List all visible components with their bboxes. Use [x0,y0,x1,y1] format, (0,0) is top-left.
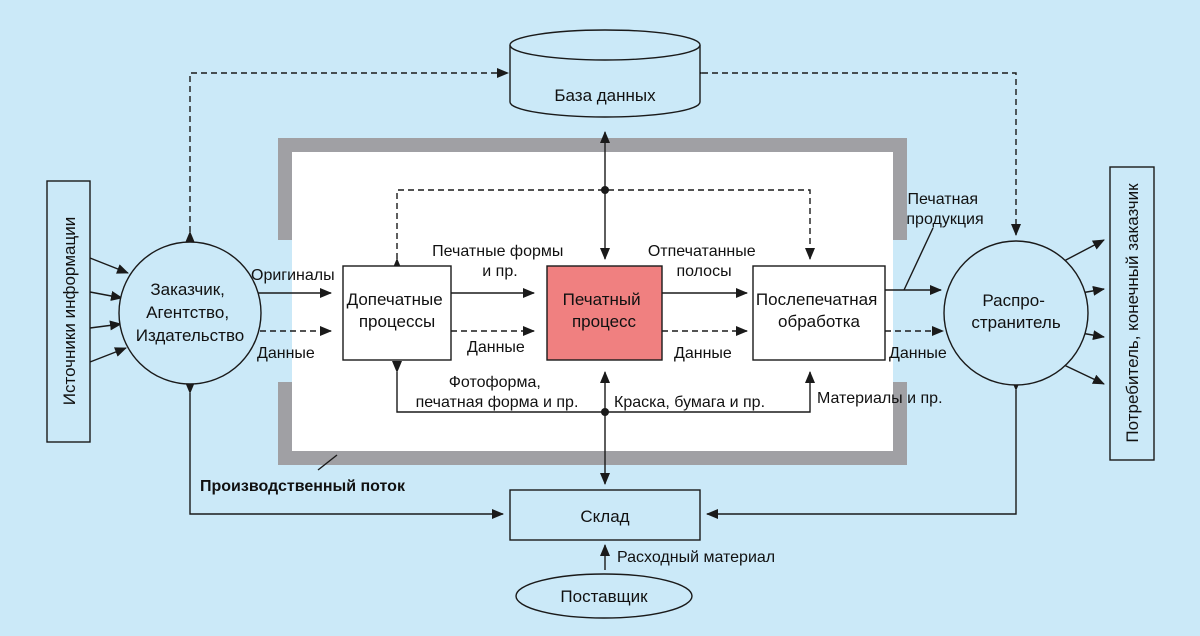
postpress-label: Послепечатная обработка [756,290,882,331]
photoform-label: Фотоформа, печатная форма и пр. [416,374,579,411]
consumables-label: Расходный материал [617,549,775,566]
sources-node: Источники информации [46,180,91,443]
supplier-node: Поставщик [515,573,693,619]
distributor-node: Распро- странитель [943,240,1089,386]
prepress-label: Допечатные процессы [347,290,448,331]
distributor-label: Распро- странитель [971,291,1060,332]
consumer-label: Потребитель, конечный заказчик [1123,183,1142,443]
sources-label: Источники информации [60,217,79,405]
data-label-1: Данные [257,345,315,362]
printing-node: Печатный процесс [546,265,663,361]
customer-node: Заказчик, Агентство, Издательство [118,241,262,385]
data-label-2: Данные [467,339,525,356]
customer-label: Заказчик, Агентство, Издательство [136,280,244,345]
data-label-3: Данные [674,345,732,362]
database-node: База данных [509,29,701,118]
prepress-node: Допечатные процессы [342,265,452,361]
data-label-4: Данные [889,345,947,362]
solid-links [89,131,1105,570]
postpress-node: Послепечатная обработка [752,265,886,361]
junction-dots [601,186,609,416]
consumer-node: Потребитель, конечный заказчик [1109,166,1155,461]
database-label: База данных [554,86,656,105]
forms-label: Печатные формы и пр. [432,243,568,280]
printed-sheets-label: Отпечатанные полосы [648,243,760,280]
printing-label: Печатный процесс [563,290,646,331]
supplier-label: Поставщик [560,587,648,606]
printed-products-label: Печатная продукция [906,191,983,228]
warehouse-node: Склад [509,489,701,541]
warehouse-label: Склад [580,507,629,526]
materials-label: Материалы и пр. [817,390,943,407]
ink-paper-label: Краска, бумага и пр. [614,394,765,411]
originals-label: Оригиналы [251,267,335,284]
production-flow-label: Производственный поток [200,478,406,495]
